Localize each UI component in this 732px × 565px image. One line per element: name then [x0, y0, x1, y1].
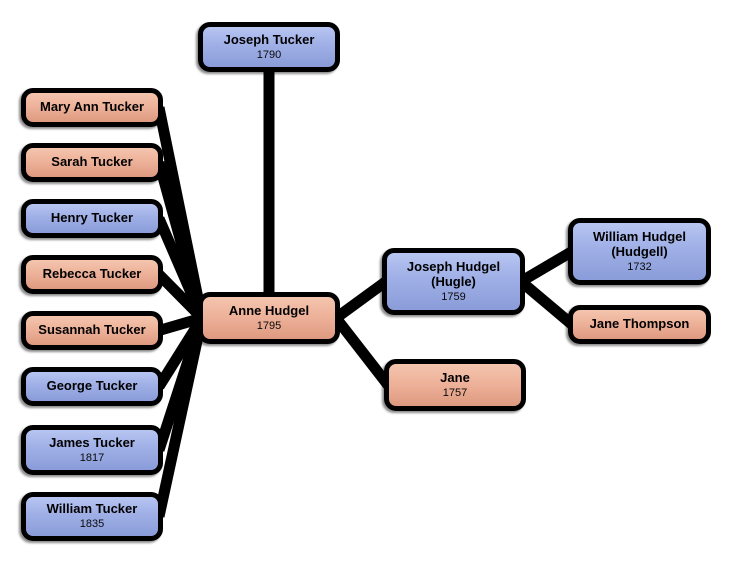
person-year: 1790 [256, 48, 282, 61]
person-node-jane[interactable]: Jane 1757 [384, 359, 526, 411]
person-node-jane-thompson[interactable]: Jane Thompson [568, 305, 711, 344]
person-name: Jane [440, 369, 470, 385]
person-node-joseph-tucker[interactable]: Joseph Tucker 1790 [198, 22, 340, 72]
person-node-william-hudgel[interactable]: William Hudgel (Hudgell) 1732 [568, 218, 711, 285]
person-name: James Tucker [49, 434, 135, 450]
person-year: 1757 [442, 386, 468, 399]
connector-line [155, 270, 206, 322]
connector-line [331, 314, 393, 389]
person-node-sarah-tucker[interactable]: Sarah Tucker [21, 143, 163, 182]
person-node-susannah-tucker[interactable]: Susannah Tucker [21, 311, 163, 350]
person-node-joseph-hudgel[interactable]: Joseph Hudgel (Hugle) 1759 [382, 248, 525, 315]
connector-line [518, 246, 575, 287]
person-alt-name: (Hudgell) [611, 243, 668, 259]
person-year: 1795 [256, 319, 282, 332]
person-name: Joseph Tucker [223, 31, 315, 47]
person-year: 1817 [79, 451, 105, 464]
person-year: 1835 [79, 518, 105, 531]
person-year: 1732 [627, 260, 652, 273]
person-node-henry-tucker[interactable]: Henry Tucker [21, 199, 163, 238]
connector-line [517, 277, 576, 329]
person-node-rebecca-tucker[interactable]: Rebecca Tucker [21, 255, 163, 294]
person-node-william-tucker[interactable]: William Tucker 1835 [21, 492, 163, 541]
person-year: 1759 [441, 290, 466, 303]
person-name: Susannah Tucker [38, 322, 146, 338]
person-name: Jane Thompson [589, 316, 690, 332]
person-alt-name: (Hugle) [431, 273, 476, 289]
person-name: George Tucker [46, 378, 138, 394]
person-node-anne-hudgel[interactable]: Anne Hudgel 1795 [198, 292, 340, 344]
person-name: Henry Tucker [50, 210, 134, 226]
person-node-james-tucker[interactable]: James Tucker 1817 [21, 425, 163, 475]
person-name: Mary Ann Tucker [39, 99, 145, 115]
person-name: Rebecca Tucker [42, 266, 142, 282]
person-name: William Tucker [46, 501, 138, 517]
person-name: Sarah Tucker [51, 154, 133, 170]
person-node-george-tucker[interactable]: George Tucker [21, 367, 163, 406]
connector-line [332, 277, 390, 323]
person-node-mary-ann-tucker[interactable]: Mary Ann Tucker [21, 88, 163, 127]
person-name: Anne Hudgel [228, 302, 310, 318]
person-name: Joseph Hudgel [406, 258, 501, 274]
connector-line [153, 216, 208, 321]
person-name: William Hudgel [592, 228, 687, 244]
connector-line [153, 316, 208, 518]
